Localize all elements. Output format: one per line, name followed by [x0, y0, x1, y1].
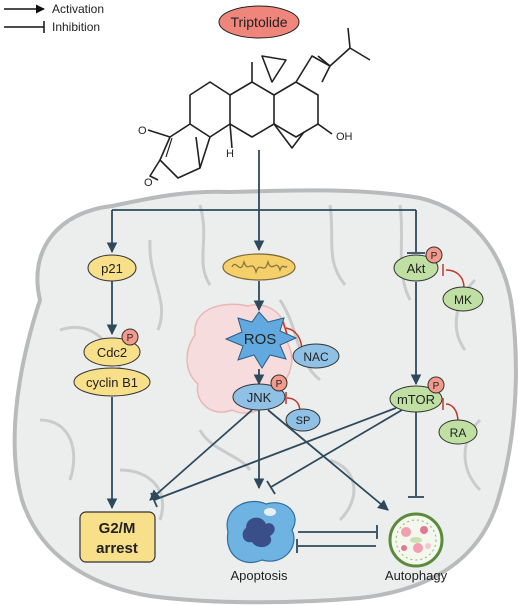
structure-h-label: H	[226, 148, 234, 160]
akt-phospho-label: P	[431, 251, 438, 262]
autophagy-vesicle-icon	[388, 512, 444, 568]
phospho-icon	[425, 246, 443, 264]
cdc2-node: Cdc2	[97, 345, 127, 360]
apoptosis-label: Apoptosis	[230, 568, 288, 583]
triptolide-label: Triptolide	[230, 14, 287, 30]
g2m-arrest-node	[79, 511, 156, 563]
akt-node: Akt	[407, 261, 426, 276]
phospho-icon	[270, 374, 288, 392]
mtor-phospho-label: P	[433, 381, 440, 392]
apoptosis-cell-icon	[226, 500, 296, 564]
p21-node: p21	[101, 261, 123, 276]
cyclin-b1-node: cyclin B1	[86, 375, 138, 390]
mitochondrion-icon	[222, 253, 296, 281]
phospho-icon	[121, 328, 139, 346]
jnk-node: JNK	[247, 390, 272, 405]
mtor-node: mTOR	[397, 392, 435, 407]
structure-oh-label: OH	[336, 131, 353, 143]
structure-carbonyl-o-label: O	[138, 125, 147, 137]
legend-activation-label: Activation	[52, 2, 104, 16]
autophagy-label: Autophagy	[385, 568, 448, 583]
legend-inhibition-label: Inhibition	[52, 20, 100, 34]
jnk-phospho-label: P	[276, 379, 283, 390]
cdc2-phospho-label: P	[127, 333, 134, 344]
phospho-icon	[427, 376, 445, 394]
triptolide-structure-icon	[147, 27, 371, 181]
structure-ring-o-label: O	[144, 177, 153, 189]
ros-star-icon	[224, 311, 298, 369]
mk-node: MK	[454, 293, 472, 307]
ra-node: RA	[450, 426, 467, 440]
triptolide-node	[218, 5, 300, 39]
g2m-label-line1: G2/M	[99, 520, 136, 537]
legend: Activation Inhibition	[4, 2, 104, 34]
g2m-label-line2: arrest	[96, 540, 138, 557]
nac-node: NAC	[303, 350, 329, 364]
ros-node: ROS	[244, 331, 277, 348]
sp-node: SP	[296, 415, 311, 427]
